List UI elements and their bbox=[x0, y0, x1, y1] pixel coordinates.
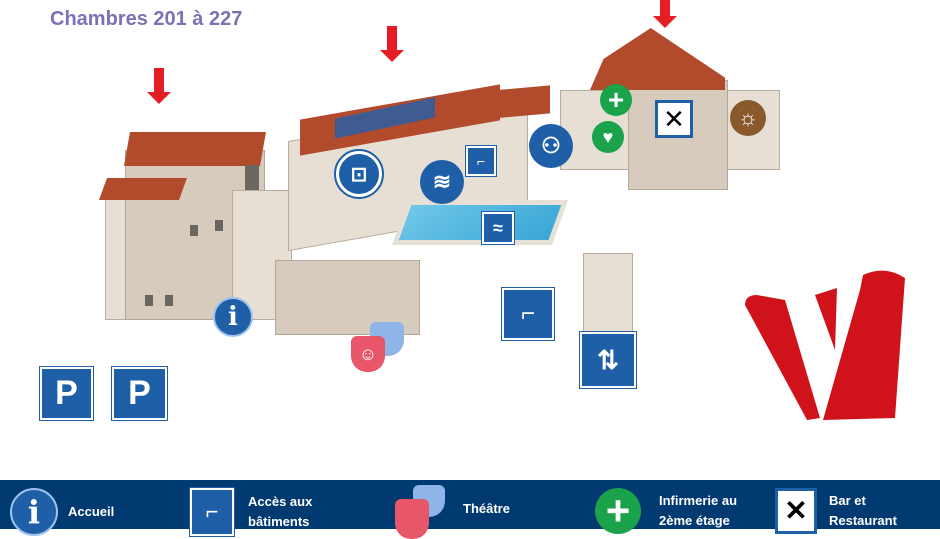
meeting-room-icon[interactable]: ⚇ bbox=[529, 124, 573, 168]
theatre-icon bbox=[395, 485, 449, 539]
legend-label: Théâtre bbox=[463, 501, 510, 516]
laundry-icon[interactable]: ⊡ bbox=[334, 149, 384, 199]
legend-item-accueil: i Accueil bbox=[10, 488, 114, 536]
legend-label: Bar et Restaurant bbox=[829, 493, 897, 528]
linen-glyph: ≋ bbox=[432, 169, 452, 194]
first-aid-glyph: + bbox=[607, 84, 625, 115]
arrow-down-icon bbox=[147, 68, 171, 104]
restaurant-icon: ✕ bbox=[775, 488, 817, 534]
defibrillator-glyph: ♥ bbox=[602, 126, 614, 147]
sauna-glyph: ☼ bbox=[737, 105, 759, 130]
stairs-glyph: ⌐ bbox=[520, 300, 535, 327]
legend-item-theatre: Théâtre bbox=[395, 485, 510, 539]
stairs-icon[interactable]: ⌐ bbox=[465, 145, 497, 177]
elevator-icon[interactable]: ⇅ bbox=[579, 331, 637, 389]
bike-parking-icon[interactable]: P bbox=[39, 366, 94, 421]
pool-glyph: ≈ bbox=[493, 217, 503, 238]
stairs-icon: ⌐ bbox=[189, 487, 235, 537]
elevator-glyph: ⇅ bbox=[597, 344, 619, 375]
defibrillator-icon[interactable]: ♥ bbox=[592, 121, 624, 153]
parking-glyph: P bbox=[55, 374, 78, 412]
theatre-glyph: ☺ bbox=[358, 343, 378, 364]
info-icon: i bbox=[10, 488, 58, 536]
stairs-glyph: ⌐ bbox=[476, 153, 486, 169]
restaurant-icon[interactable]: ✕ bbox=[655, 100, 693, 138]
first-aid-icon[interactable]: + bbox=[600, 84, 632, 116]
info-glyph: i bbox=[228, 302, 238, 332]
arrow-down-icon bbox=[380, 26, 404, 62]
legend-label: Accès aux bâtiments bbox=[248, 494, 313, 529]
legend-label: Accueil bbox=[68, 504, 115, 519]
theatre-icon[interactable]: ☺ bbox=[351, 336, 385, 372]
laundry-glyph: ⊡ bbox=[350, 163, 368, 186]
meeting-glyph: ⚇ bbox=[541, 133, 561, 158]
building-access-stairs-icon[interactable]: ⌐ bbox=[501, 287, 555, 341]
sauna-icon[interactable]: ☼ bbox=[730, 100, 766, 136]
linen-icon[interactable]: ≋ bbox=[420, 160, 464, 204]
brand-logo bbox=[745, 270, 905, 420]
legend-bar: i Accueil ⌐ Accès aux bâtiments Théâtre … bbox=[0, 480, 940, 539]
disabled-parking-icon[interactable]: P bbox=[111, 366, 168, 421]
page-title: Chambres 201 à 227 bbox=[50, 8, 243, 30]
restaurant-glyph: ✕ bbox=[663, 103, 685, 134]
legend-label: Infirmerie au 2ème étage bbox=[659, 493, 738, 528]
info-icon[interactable]: i bbox=[213, 297, 253, 337]
legend-item-restaurant: ✕ Bar et Restaurant bbox=[775, 488, 909, 534]
arrow-down-icon bbox=[653, 0, 677, 28]
swimming-pool-icon[interactable]: ≈ bbox=[481, 211, 515, 245]
first-aid-icon: + bbox=[595, 488, 641, 534]
legend-item-infirmerie: + Infirmerie au 2ème étage bbox=[595, 488, 754, 534]
parking-glyph: P bbox=[128, 374, 151, 412]
legend-item-acces: ⌐ Accès aux bâtiments bbox=[189, 487, 340, 537]
